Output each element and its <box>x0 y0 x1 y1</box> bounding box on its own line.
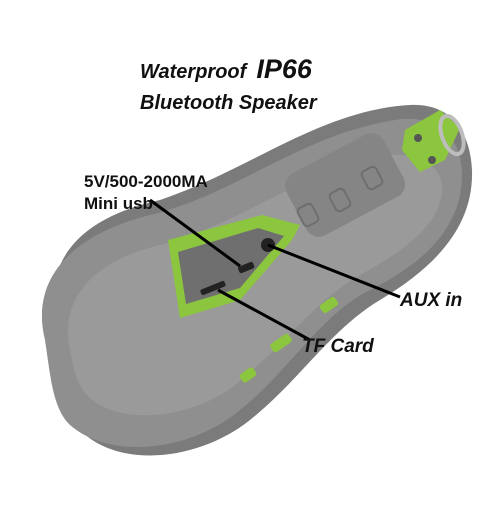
headline-waterproof: Waterproof <box>140 61 247 83</box>
aux-callout-line <box>267 243 401 299</box>
headline-rating: IP66 <box>256 54 312 84</box>
button-middle[interactable] <box>328 187 352 213</box>
usb-label: Mini usb <box>84 194 153 213</box>
usb-callout-line <box>149 198 241 268</box>
control-buttons <box>296 165 384 228</box>
headline-line-1: Waterproof IP66 <box>140 54 312 85</box>
clip-screw-bottom <box>428 156 436 164</box>
tf-card-label: TF Card <box>302 336 374 357</box>
mini-usb-port <box>238 261 255 274</box>
tf-callout-line <box>217 288 311 342</box>
tf-card-slot <box>200 280 226 296</box>
side-accent-2 <box>239 367 257 383</box>
button-right[interactable] <box>360 165 384 191</box>
side-accent-1 <box>270 333 292 353</box>
carabiner-ring <box>438 113 466 157</box>
aux-label: AUX in <box>400 290 463 311</box>
clip-screw-top <box>414 134 422 142</box>
button-left[interactable] <box>296 202 320 228</box>
side-accent-3 <box>319 296 339 314</box>
strap-clip <box>402 110 460 172</box>
headline-line-2: Bluetooth Speaker <box>140 92 317 114</box>
usb-spec-label: 5V/500-2000MA <box>84 172 208 191</box>
port-recess <box>178 228 284 304</box>
